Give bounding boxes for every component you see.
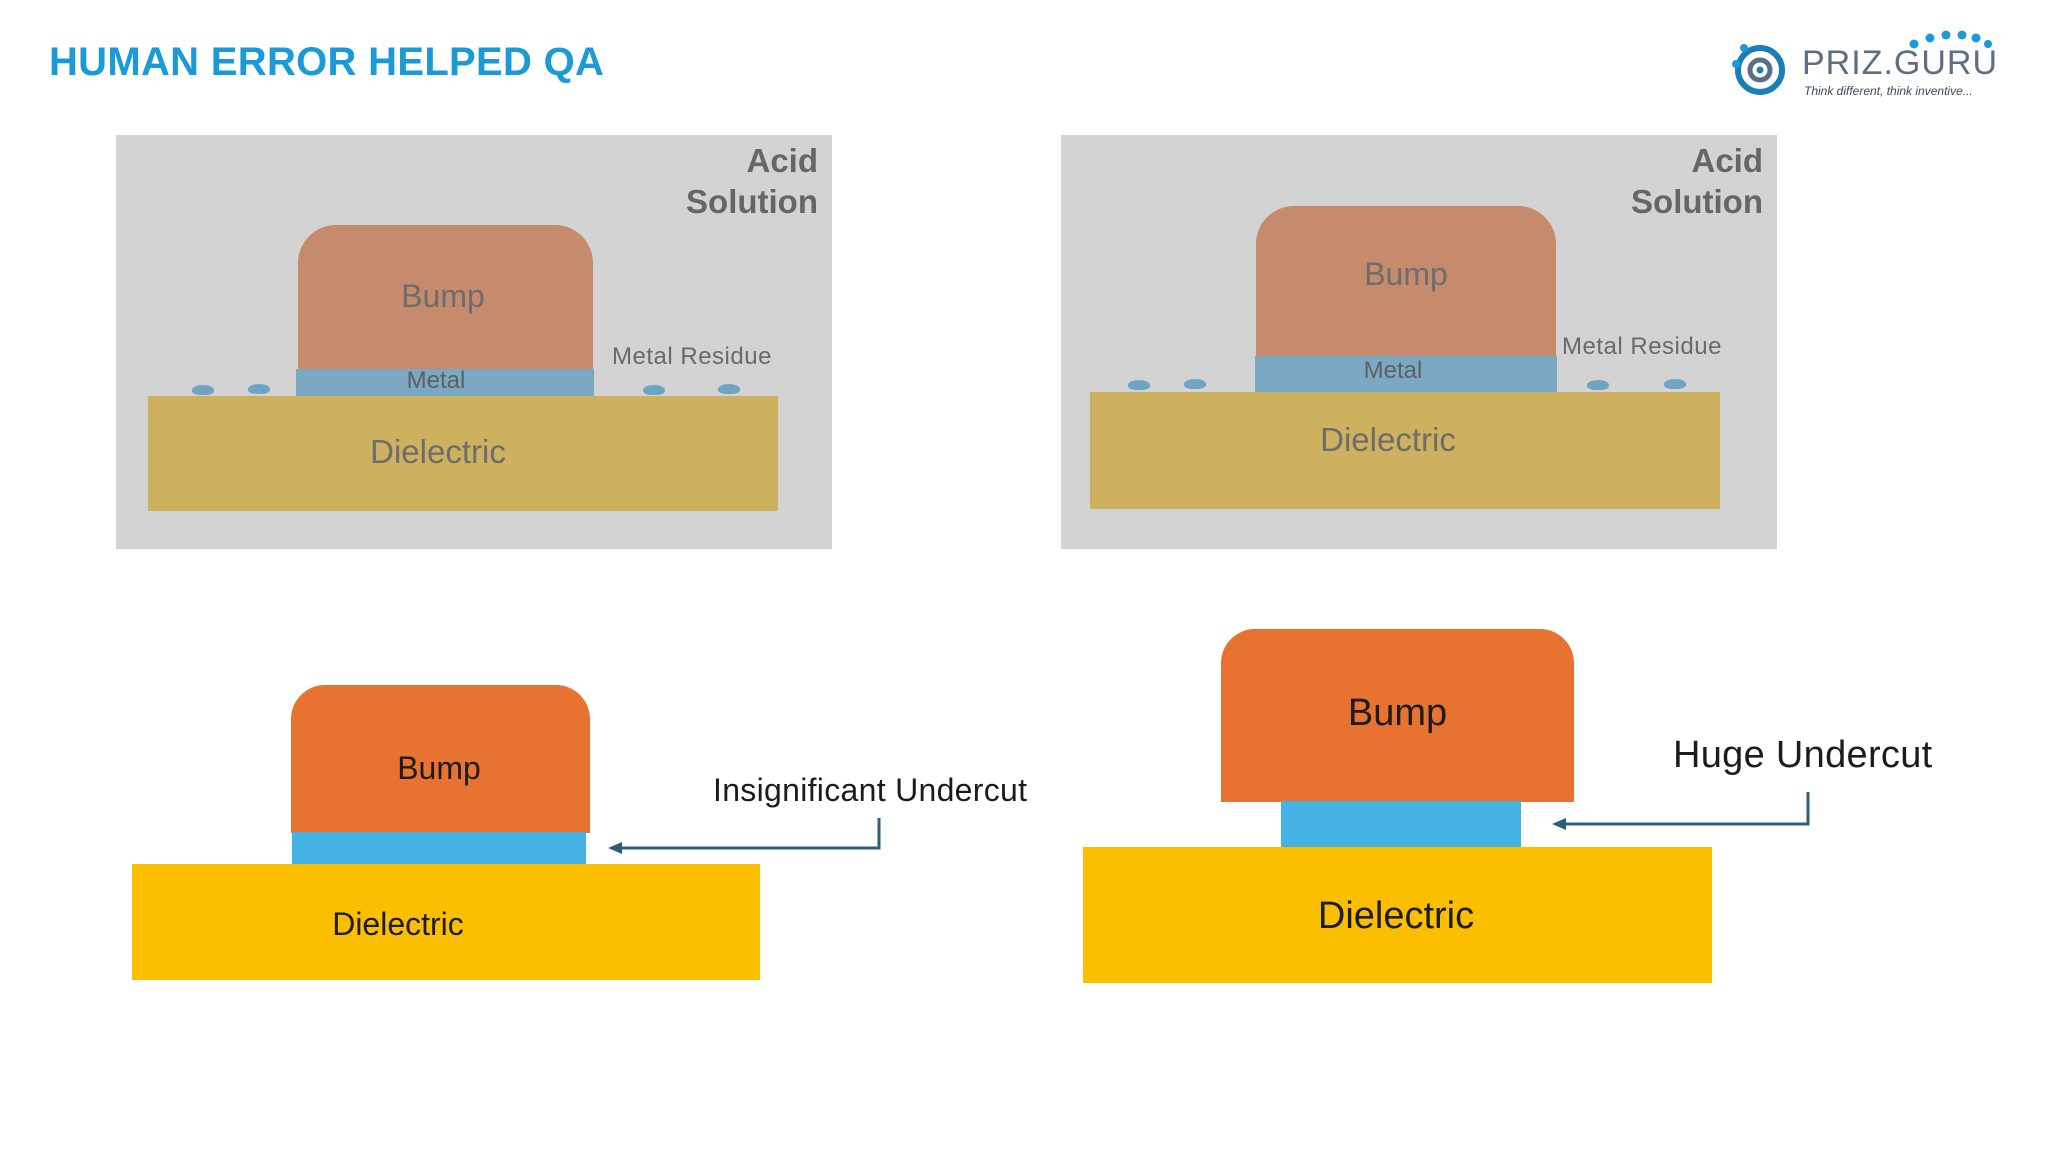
metal-residue-label: Metal Residue xyxy=(1562,333,1722,360)
metal-layer xyxy=(296,369,594,396)
logo-mark-icon xyxy=(1732,30,1992,95)
dielectric-label: Dielectric xyxy=(1317,895,1475,937)
metal-residue-drop xyxy=(718,384,740,394)
dielectric-layer xyxy=(1090,392,1720,509)
page-title: HUMAN ERROR HELPED QA xyxy=(49,40,605,84)
undercut-arrow-icon xyxy=(608,818,881,854)
acid-solution-label: Acid Solution xyxy=(686,142,818,220)
metal-residue-drop xyxy=(1184,379,1206,389)
metal-residue-drop xyxy=(192,385,214,395)
logo-name: PRIZ.GURU xyxy=(1802,44,1998,82)
metal-layer xyxy=(1255,356,1557,392)
metal-residue-drop xyxy=(643,385,665,395)
bump-label: Bump xyxy=(401,278,485,314)
dielectric-layer xyxy=(132,864,760,980)
dielectric-layer xyxy=(148,396,778,511)
dielectric-label: Dielectric xyxy=(332,906,464,942)
metal-residue-drop xyxy=(1128,380,1150,390)
undercut-label: Insignificant Undercut xyxy=(713,772,1028,808)
bump-label: Bump xyxy=(1364,256,1448,292)
metal-residue-drop xyxy=(1587,380,1609,390)
undercut-arrow-icon xyxy=(1552,792,1810,830)
bump-shape xyxy=(1221,629,1574,802)
dielectric-layer xyxy=(1083,847,1712,983)
bump-shape xyxy=(298,225,593,370)
metal-residue-drop xyxy=(1664,379,1686,389)
bump-shape xyxy=(1256,206,1556,358)
metal-residue-drop xyxy=(248,384,270,394)
undercut-label: Huge Undercut xyxy=(1673,734,1933,776)
metal-layer xyxy=(1281,801,1521,847)
acid-solution-label: Acid Solution xyxy=(1631,142,1763,220)
bump-label: Bump xyxy=(397,750,481,786)
dielectric-label: Dielectric xyxy=(370,433,506,470)
bump-shape xyxy=(291,685,590,833)
metal-label: Metal xyxy=(1363,357,1423,384)
dielectric-label: Dielectric xyxy=(1320,421,1456,458)
metal-residue-label: Metal Residue xyxy=(612,343,772,370)
metal-layer xyxy=(292,832,586,864)
logo-tagline: Think different, think inventive... xyxy=(1804,84,1973,98)
metal-label: Metal xyxy=(406,367,466,394)
bump-label: Bump xyxy=(1347,692,1448,734)
